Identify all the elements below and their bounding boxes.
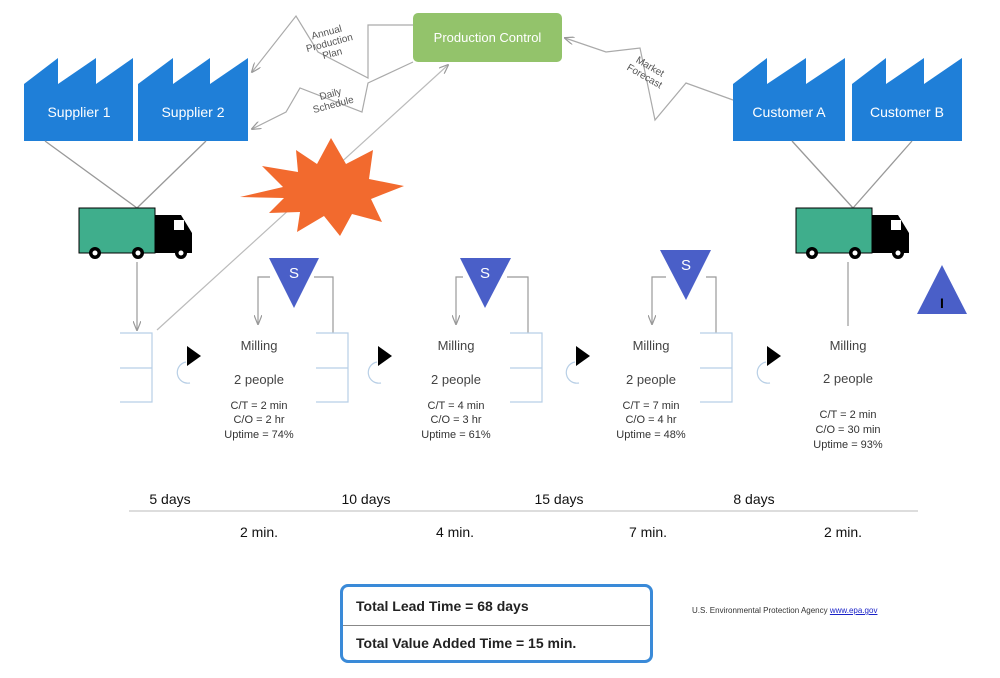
supermarket-icon — [660, 250, 711, 300]
push-arrow-3 — [565, 346, 590, 384]
supplier-2-label: Supplier 2 — [161, 104, 224, 120]
process-ct: C/T = 7 min — [623, 400, 680, 412]
supplier-1-truck-link — [44, 140, 138, 209]
push-arrow-4 — [756, 346, 781, 384]
wait-days-2: 10 days — [341, 491, 390, 507]
supermarket-3: S — [652, 250, 717, 333]
process-uptime: Uptime = 48% — [616, 429, 686, 441]
supplier-1-label: Supplier 1 — [47, 104, 110, 120]
customer-a-factory[interactable]: Customer A — [733, 58, 845, 141]
process-ct: C/T = 4 min — [428, 400, 485, 412]
wait-days-3: 15 days — [534, 491, 583, 507]
wait-days-4: 8 days — [733, 491, 774, 507]
production-control-label: Production Control — [434, 30, 542, 45]
supermarket-icon — [269, 258, 319, 308]
market-forecast-label: Market Forecast — [625, 55, 666, 92]
credit-text: U.S. Environmental Protection Agency — [692, 606, 828, 615]
process-uptime: Uptime = 74% — [224, 429, 294, 441]
daily-schedule-arrow — [252, 61, 414, 129]
process-people: 2 people — [823, 371, 873, 386]
process-name: Milling — [241, 338, 278, 353]
process-name: Milling — [633, 338, 670, 353]
supplier-2-factory[interactable]: Supplier 2 — [138, 58, 248, 141]
supermarket-2: S — [456, 258, 529, 333]
supermarket-icon — [460, 258, 511, 308]
summary-divider — [343, 625, 650, 626]
process-time-1: 2 min. — [240, 524, 278, 540]
process-3[interactable]: Milling 2 people C/T = 7 min C/O = 4 hr … — [616, 338, 686, 441]
inventory-triangle-icon: I — [917, 265, 967, 314]
process-uptime: Uptime = 61% — [421, 429, 491, 441]
summary-box: Total Lead Time = 68 days Total Value Ad… — [340, 584, 653, 663]
customer-a-truck-link — [791, 140, 854, 209]
total-lead-time: Total Lead Time = 68 days — [356, 598, 529, 614]
process-co: C/O = 3 hr — [430, 414, 481, 426]
customer-truck-icon — [795, 207, 909, 259]
supplier-1-factory[interactable]: Supplier 1 — [24, 58, 133, 141]
process-co: C/O = 4 hr — [625, 414, 676, 426]
svg-text:I: I — [940, 295, 944, 311]
push-arrow-1 — [176, 346, 201, 384]
daily-schedule-label: Daily Schedule — [312, 86, 356, 116]
process-frames — [120, 332, 733, 403]
svg-text:S: S — [480, 265, 490, 282]
process-ct: C/T = 2 min — [820, 409, 877, 421]
svg-text:S: S — [289, 265, 299, 282]
customer-b-truck-link — [852, 140, 913, 209]
customer-b-factory[interactable]: Customer B — [852, 58, 962, 141]
process-4[interactable]: Milling 2 people C/T = 2 min C/O = 30 mi… — [813, 338, 883, 451]
process-1[interactable]: Milling 2 people C/T = 2 min C/O = 2 hr … — [224, 338, 294, 441]
timeline: 5 days 10 days 15 days 8 days 2 min. 4 m… — [129, 491, 918, 540]
market-forecast-arrow — [565, 38, 734, 122]
push-arrows — [176, 346, 781, 384]
process-2[interactable]: Milling 2 people C/T = 4 min C/O = 3 hr … — [421, 338, 491, 441]
process-uptime: Uptime = 93% — [813, 439, 883, 451]
epa-link[interactable]: www.epa.gov — [829, 606, 878, 615]
push-arrow-2 — [367, 346, 392, 384]
supplier-truck-icon — [78, 207, 192, 259]
process-co: C/O = 2 hr — [233, 414, 284, 426]
annual-plan-arrow — [252, 14, 413, 79]
annual-plan-label: Annual Production Plan — [305, 24, 354, 62]
total-value-added-time: Total Value Added Time = 15 min. — [356, 635, 577, 651]
supplier-2-truck-link — [136, 140, 207, 209]
process-name: Milling — [830, 338, 867, 353]
process-ct: C/T = 2 min — [231, 400, 288, 412]
process-people: 2 people — [234, 372, 284, 387]
process-people: 2 people — [626, 372, 676, 387]
customer-a-label: Customer A — [752, 104, 826, 120]
process-time-3: 7 min. — [629, 524, 667, 540]
svg-text:S: S — [681, 257, 691, 274]
customer-b-label: Customer B — [870, 104, 944, 120]
production-control-node[interactable]: Production Control — [413, 13, 562, 62]
source-credit: U.S. Environmental Protection Agency www… — [692, 606, 877, 615]
svg-text:Plan: Plan — [321, 46, 343, 62]
kaizen-burst-icon — [240, 138, 404, 236]
process-time-4: 2 min. — [824, 524, 862, 540]
wait-days-1: 5 days — [149, 491, 190, 507]
process-co: C/O = 30 min — [815, 424, 880, 436]
process-people: 2 people — [431, 372, 481, 387]
process-name: Milling — [438, 338, 475, 353]
supermarket-1: S — [258, 258, 334, 333]
process-time-2: 4 min. — [436, 524, 474, 540]
